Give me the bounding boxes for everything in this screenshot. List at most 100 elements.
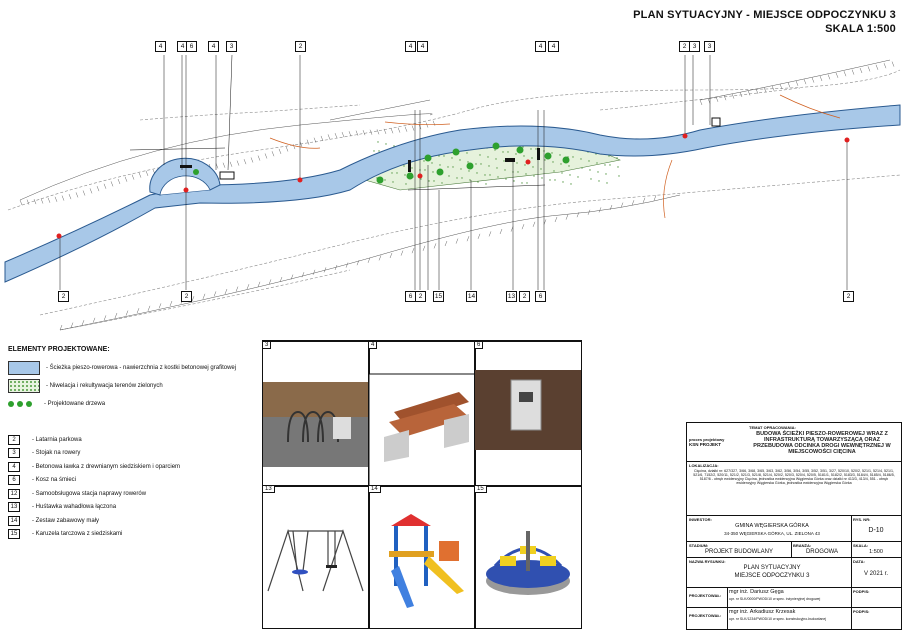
callout-label: 6 (186, 41, 197, 52)
callout-label: 3 (704, 41, 715, 52)
legend-item: 13 - Huśtawka wahadłowa łączona (8, 501, 258, 515)
drawing-title: PLAN SYTUACYJNY - MIEJSCE ODPOCZYNKU 3 S… (633, 8, 896, 36)
callout-label: 3 (226, 41, 237, 52)
callout-label: 4 (405, 41, 416, 52)
stage-label: proces projektowy (689, 437, 725, 442)
legend-item-text: - Huśtawka wahadłowa łączona (32, 504, 117, 511)
photo-number: 14 (369, 486, 381, 493)
callout-label: 2 (519, 291, 530, 302)
photo-bin: 6 (474, 341, 582, 487)
callout-label: 4 (155, 41, 166, 52)
path-swatch (8, 361, 40, 375)
scale-label: SKALA: (853, 543, 869, 548)
investor-address: 34-350 WĘGIERSKA GÓRKA, UL. ZIELONA 43 (724, 531, 820, 536)
legend-row-trees: - Projektowane drzewa (8, 395, 258, 413)
photo-number: 15 (475, 486, 487, 493)
legend-item-number: 13 (8, 502, 20, 513)
legend-item-text: - Karuzela tarczowa z siedziskami (32, 531, 123, 538)
legend-item-number: 14 (8, 515, 20, 526)
legend-item-text: - Zestaw zabawowy mały (32, 517, 100, 524)
title-block: proces projektowy KSN PROJEKT TEMAT OPRA… (686, 422, 902, 630)
photo-play-set: 14 (368, 485, 476, 629)
photo-carousel: 15 (474, 485, 582, 629)
photo-number: 3 (263, 342, 272, 349)
play-set-image (389, 514, 464, 608)
designer-2-license: upr. nr SLK/1234/PWOD/10 w spec. konstru… (729, 617, 827, 621)
location-value: Cięcina, działki nr: 627/327, 3/66, 3/68… (693, 469, 895, 485)
callout-label: 6 (535, 291, 546, 302)
bench-image (369, 373, 475, 486)
callout-label: 13 (506, 291, 517, 302)
designer-1-license: upr. nr SLK/0000/PWOD/10 w spec. inżynie… (729, 597, 821, 601)
drawing-no-label: RYS. NR: (853, 517, 871, 522)
legend-green-text: - Niwelacja i rekultywacja terenów zielo… (46, 383, 163, 389)
designer-1-name: mgr inż. Dariusz Gęga (729, 589, 784, 595)
photo-bike-rack: 3 (262, 341, 370, 487)
legend-trees-text: - Projektowane drzewa (44, 401, 106, 407)
legend-item-text: - Samoobsługowa stacja naprawy rowerów (32, 490, 147, 497)
discipline-value: DROGOWA (805, 549, 839, 555)
legend-row-path: - Ścieżka pieszo-rowerowa - nawierzchnia… (8, 359, 258, 377)
site-plan (4, 54, 901, 331)
bin-image (475, 370, 581, 450)
date-label: DATA: (853, 559, 865, 564)
drawing-name-2: MIEJSCE ODPOCZYNKU 3 (734, 573, 810, 579)
drawing-name-label: NAZWA RYSUNKU: (689, 559, 726, 564)
legend-item: 15 - Karuzela tarczowa z siedziskami (8, 528, 258, 542)
legend-item-text: - Kosz na śmieci (32, 477, 77, 484)
title-scale: SKALA 1:500 (825, 23, 896, 35)
swing-image (267, 528, 364, 592)
callout-label: 2 (415, 291, 426, 302)
callout-label: 4 (208, 41, 219, 52)
topic-value: BUDOWA ŚCIEŻKI PIESZO-ROWEROWEJ WRAZ Z I… (753, 431, 891, 455)
legend-item-number: 12 (8, 488, 20, 499)
investor-name: GMINA WĘGIERSKA GÓRKA (735, 523, 809, 529)
drawing-no-value: D-10 (868, 527, 884, 534)
stage-type-label: STADIUM: (689, 543, 709, 548)
legend-item-text: - Betonowa ławka z drewnianym siedziskie… (32, 463, 181, 470)
photo-bench: 4 (368, 341, 476, 487)
legend-item: 6 - Kosz na śmieci (8, 474, 258, 488)
bike-rack-image (263, 382, 369, 467)
callout-label: 14 (466, 291, 477, 302)
green-swatch (8, 379, 40, 393)
legend-item-number: 6 (8, 475, 20, 486)
legend-items: 2 - Latarnia parkowa 3 - Stojak na rowery 4 -… (8, 433, 258, 541)
callout-label: 2 (58, 291, 69, 302)
callout-label: 15 (433, 291, 444, 302)
callout-label: 2 (843, 291, 854, 302)
stage-type-value: PROJEKT BUDOWLANY (705, 549, 773, 555)
legend-header: ELEMENTY PROJEKTOWANE: (8, 346, 110, 353)
legend-item: 12 - Samoobsługowa stacja naprawy rowerów (8, 487, 258, 501)
legend-item: 3 - Stojak na rowery (8, 447, 258, 461)
legend-item: 14 - Zestaw zabawowy mały (8, 514, 258, 528)
legend-item-number: 4 (8, 461, 20, 472)
signature-2-label: PODPIS: (853, 609, 870, 614)
investor-label: INWESTOR: (689, 517, 712, 522)
legend-item-text: - Stojak na rowery (32, 450, 81, 457)
designer-2-name: mgr inż. Arkadiusz Krzesak (729, 609, 796, 615)
topic-label: TEMAT OPRACOWANIA: (749, 425, 796, 430)
photo-grid: 3 4 6 (262, 340, 582, 629)
legend-item-text: - Latarnia parkowa (32, 436, 82, 443)
legend-row-green: - Niwelacja i rekultywacja terenów zielo… (8, 377, 258, 395)
legend-item-number: 15 (8, 529, 20, 540)
title-line-1: PLAN SYTUACYJNY - MIEJSCE ODPOCZYNKU 3 (633, 9, 896, 21)
photo-number: 6 (475, 342, 484, 349)
legend-item-number: 2 (8, 434, 20, 445)
designer-2-label: PROJEKTOWAŁ: (689, 613, 722, 618)
callout-label: 4 (417, 41, 428, 52)
callout-label: 2 (295, 41, 306, 52)
signature-1-label: PODPIS: (853, 589, 870, 594)
date-value: V 2021 r. (863, 571, 889, 577)
callout-label: 2 (181, 291, 192, 302)
legend-item-number: 3 (8, 448, 20, 459)
designer-1-label: PROJEKTOWAŁ: (689, 593, 722, 598)
legend-item: 4 - Betonowa ławka z drewnianym siedziski… (8, 460, 258, 474)
tree-swatch (8, 401, 38, 407)
photo-number: 13 (263, 486, 275, 493)
legend: ELEMENTY PROJEKTOWANE: - Ścieżka pieszo-… (8, 346, 258, 541)
legend-path-text: - Ścieżka pieszo-rowerowa - nawierzchnia… (46, 365, 237, 371)
scale-value: 1:500 (869, 549, 883, 555)
